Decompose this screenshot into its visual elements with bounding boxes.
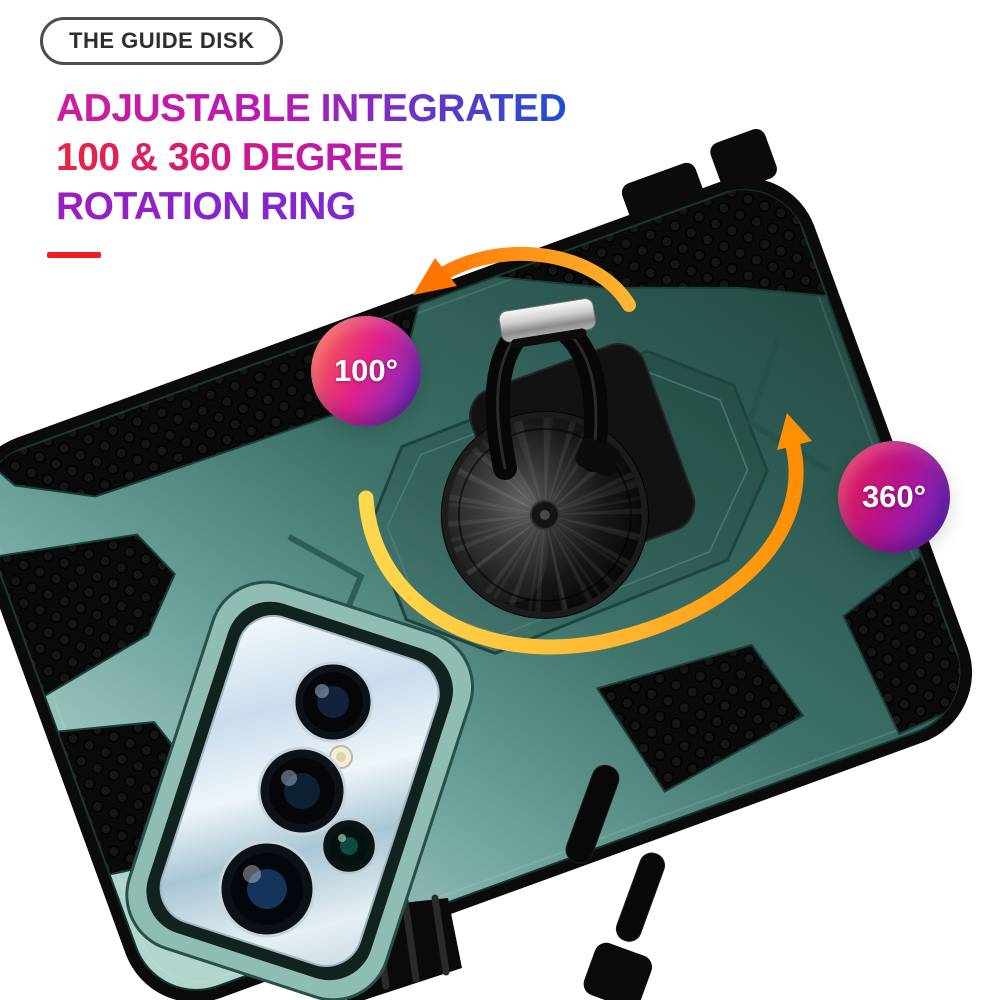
red-underline (47, 252, 101, 258)
arrowhead (413, 258, 457, 295)
armor-plate-bevel (386, 368, 749, 636)
power-button (615, 852, 666, 942)
corner-bumper (583, 942, 653, 1000)
arrowhead (777, 413, 812, 450)
ring-disc-inner-line (457, 427, 632, 602)
ring-disc-rim (441, 411, 648, 618)
lens-glint (338, 834, 346, 842)
rotation-360-badge: 360° (838, 441, 950, 553)
side-buttons (565, 764, 666, 1000)
case-surface-details (0, 172, 976, 876)
camera-lens-ultrawide (218, 840, 316, 938)
headline-line-1: ADJUSTABLE INTEGRATED (56, 84, 567, 133)
volume-button (565, 764, 620, 864)
headline-line-2: 100 & 360 DEGREE (56, 133, 566, 182)
ring-disc-brushed-texture (444, 414, 645, 615)
ring-disc-brushed-texture (444, 414, 645, 615)
rotation-100-badge: 100° (311, 316, 421, 426)
headline-line-3: ROTATION RING (56, 182, 566, 231)
lens-glint (315, 684, 329, 698)
rotation-arrow-full (358, 413, 812, 655)
ring-disc-sheen (442, 452, 548, 603)
rotation-100-label: 100° (333, 353, 399, 388)
armor-chevron-right (745, 336, 831, 473)
honeycomb-patch (595, 643, 805, 793)
rotation-360-label: 360° (861, 479, 927, 514)
camera-lens-main (292, 661, 374, 743)
camera-module (125, 580, 475, 1000)
case-top-corner-bumper (710, 128, 777, 193)
camera-lens-macro (320, 817, 378, 875)
honeycomb-patch (0, 533, 176, 698)
guide-disk-tag-label: THE GUIDE DISK (69, 28, 255, 53)
honeycomb-grip-patches (0, 172, 976, 876)
rotation-arrow-small (413, 246, 636, 312)
ring-disc-hub-pin (539, 509, 550, 520)
camera-lens-wide (257, 746, 347, 836)
lens-glint (243, 865, 261, 883)
guide-disk-tag: THE GUIDE DISK (40, 17, 284, 65)
headline: ADJUSTABLE INTEGRATED 100 & 360 DEGREE R… (56, 84, 567, 231)
ring-hinge (498, 298, 597, 349)
lens-glint (281, 770, 297, 786)
ring-stand (485, 298, 621, 480)
ring-bracket (575, 437, 621, 477)
